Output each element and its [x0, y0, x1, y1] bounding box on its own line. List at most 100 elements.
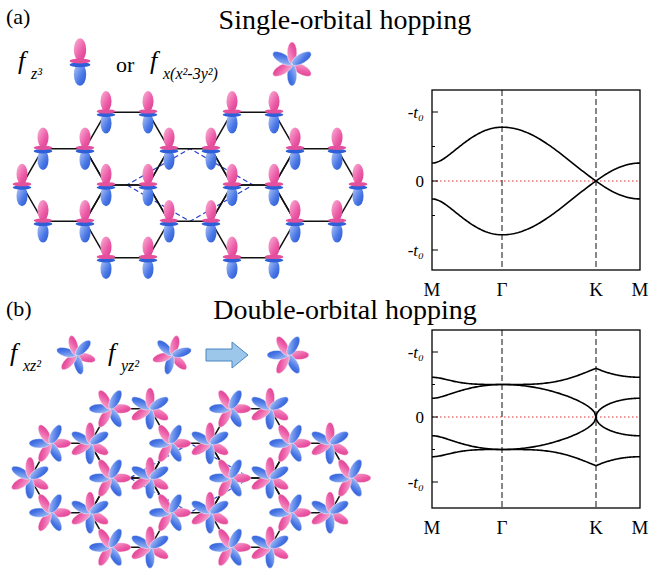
energy-band — [432, 181, 640, 235]
orbital-symbol: f — [108, 340, 115, 366]
orbital-fz3 — [76, 127, 95, 170]
axis-tick — [432, 250, 438, 251]
orbital-fz3 — [223, 236, 242, 279]
orbital-fxz2-fyz2 — [209, 458, 251, 499]
panel-title: Single-orbital hopping — [219, 6, 472, 34]
axis-tick — [432, 352, 438, 353]
orbital-subscript: xz² — [23, 358, 41, 374]
honeycomb-lattice — [2, 380, 371, 575]
orbital-subscript: yz² — [121, 358, 139, 374]
k-point-label: Γ — [497, 280, 508, 299]
k-point-label: M — [632, 518, 649, 537]
orbital-fz3 — [139, 164, 158, 207]
orbital-fxz2-fyz2 — [29, 423, 71, 464]
orbital-fxz2-fyz2 — [122, 380, 179, 437]
hexagon — [22, 149, 106, 222]
axis-tick — [432, 112, 438, 113]
energy-band — [432, 450, 640, 466]
orbital-fxz2-fyz2 — [209, 388, 251, 429]
orbital-fz3 — [286, 127, 305, 170]
orbital-fz3 — [286, 200, 305, 243]
band-plot — [432, 330, 640, 508]
orbital-fz3 — [202, 200, 221, 243]
panel-label: (b) — [6, 298, 32, 320]
plot-frame — [432, 90, 640, 270]
orbital-fyz2 — [144, 327, 200, 383]
fermi-level — [432, 180, 640, 181]
axis-tick-label: -t₀ — [408, 242, 424, 259]
unit-cell — [130, 443, 250, 512]
axis-tick-label: -t₀ — [408, 344, 424, 361]
panel-title: Double-orbital hopping — [213, 296, 477, 324]
orbital-fx-x2-3y2 — [262, 34, 322, 93]
orbital-fz3 — [139, 91, 158, 134]
axis-tick — [432, 384, 435, 385]
orbital-fz3 — [160, 200, 179, 243]
hexagon — [274, 149, 358, 222]
orbital-fxz2-fyz2 — [89, 527, 131, 568]
axis-tick — [432, 181, 438, 182]
honeycomb-lattice — [13, 91, 368, 279]
orbital-symbol: f — [18, 48, 25, 74]
k-point-label: Γ — [497, 518, 508, 537]
orbital-fxz2-fyz2 — [89, 388, 131, 429]
orbital-fz3 — [97, 236, 116, 279]
axis-tick-label: -t₀ — [408, 474, 424, 491]
orbital-fz3 — [328, 200, 347, 243]
k-point-label: K — [589, 280, 603, 299]
axis-tick-label: -t₀ — [408, 104, 424, 121]
orbital-symbol: f — [150, 48, 157, 74]
orbital-fxz2-fyz2 — [209, 527, 251, 568]
orbital-fxz2 — [52, 331, 101, 379]
orbital-fxz2-fyz2 — [302, 415, 359, 472]
axis-tick — [432, 146, 435, 147]
orbital-fxz2-fyz2 — [149, 423, 191, 464]
axis-tick — [432, 417, 438, 418]
orbital-fxz2-fyz2 — [89, 458, 131, 499]
orbital-fz3 — [265, 164, 284, 207]
orbital-fxz2-fyz2 — [242, 380, 299, 437]
hexagon — [211, 185, 295, 258]
axis-tick — [432, 215, 435, 216]
orbital-fz3 — [76, 200, 95, 243]
conjunction: or — [116, 54, 134, 76]
orbital-fz3 — [223, 164, 242, 207]
orbital-fz3 — [160, 127, 179, 170]
energy-band — [432, 385, 640, 418]
orbital-fz3 — [328, 127, 347, 170]
orbital-fz3 — [223, 91, 242, 134]
hexagon — [85, 185, 169, 258]
orbital-combined — [267, 335, 309, 376]
band-plot — [432, 90, 640, 270]
k-point-label: K — [589, 518, 603, 537]
orbital-fxz2-fyz2 — [182, 415, 239, 472]
orbital-fxz2-fyz2 — [149, 492, 191, 533]
hexagon — [211, 112, 295, 185]
orbital-fz3 — [202, 127, 221, 170]
orbital-fz3 — [139, 236, 158, 279]
orbital-fxz2-fyz2 — [269, 423, 311, 464]
plot-frame — [432, 330, 640, 508]
orbital-fxz2-fyz2 — [242, 450, 299, 507]
energy-band — [432, 127, 640, 181]
orbital-symbol: f — [10, 340, 17, 366]
orbital-fz3 — [70, 38, 91, 86]
unit-cell — [127, 149, 253, 222]
energy-band — [432, 417, 640, 450]
orbital-fxz2-fyz2 — [269, 492, 311, 533]
orbital-fz3 — [349, 164, 368, 207]
hexagon — [148, 149, 232, 222]
orbital-subscript: z³ — [31, 66, 42, 82]
axis-tick — [432, 482, 438, 483]
orbital-fxz2-fyz2 — [329, 458, 371, 499]
orbital-fxz2-fyz2 — [2, 450, 59, 507]
k-point-line — [502, 90, 503, 270]
k-point-line — [502, 330, 503, 508]
orbital-fz3 — [265, 236, 284, 279]
panel-label: (a) — [6, 6, 30, 28]
orbital-fz3 — [97, 164, 116, 207]
fermi-level — [432, 416, 640, 417]
orbital-fz3 — [265, 91, 284, 134]
axis-tick-label: 0 — [416, 409, 425, 426]
